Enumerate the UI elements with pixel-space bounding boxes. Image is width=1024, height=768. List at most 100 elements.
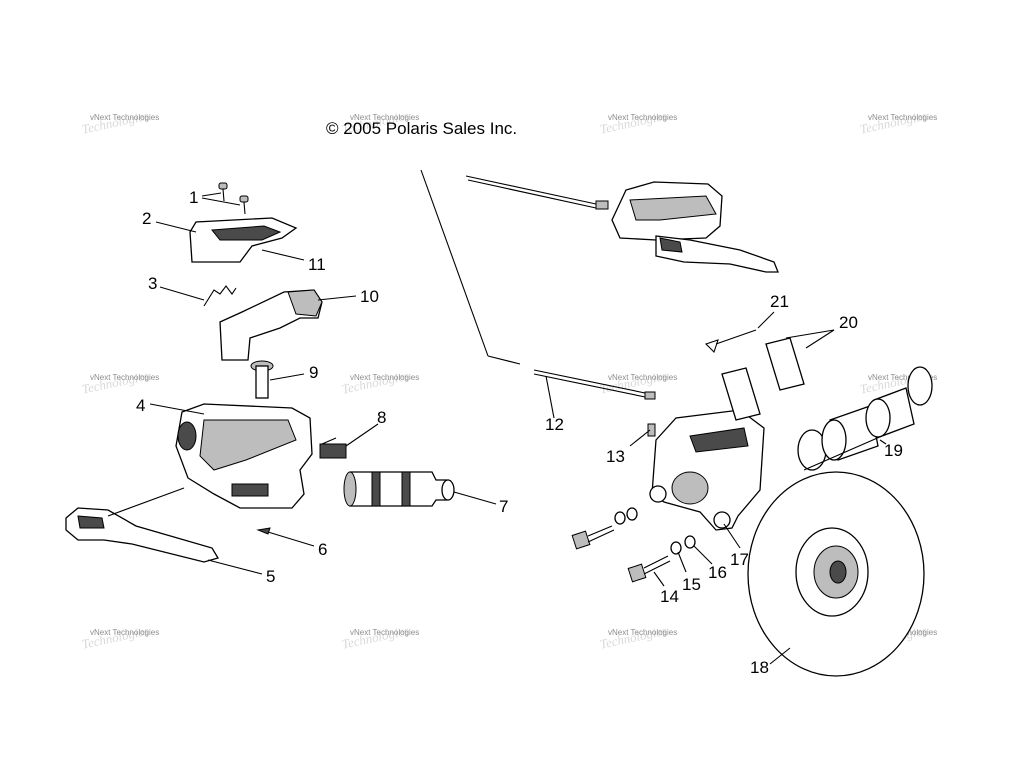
screw-head xyxy=(239,195,249,203)
callout-leader-20a xyxy=(785,329,835,339)
callout-2: 2 xyxy=(142,209,151,228)
part-14-bolts xyxy=(571,525,671,583)
piston-face xyxy=(821,419,847,461)
caliper-piston-bore xyxy=(671,471,709,505)
callout-leader-13 xyxy=(629,429,651,447)
bolt-head xyxy=(571,530,591,550)
callout-leader-9 xyxy=(269,373,305,381)
callout-13: 13 xyxy=(606,447,625,466)
clip-body xyxy=(256,527,271,535)
watermark-text: vNext Technologies xyxy=(90,113,159,122)
piston-body xyxy=(349,471,449,507)
watermark: Technologies vNext Technologies xyxy=(340,368,419,397)
piston-seal-a xyxy=(371,471,381,507)
cover-emblem xyxy=(211,225,282,241)
part-1-screws xyxy=(218,182,249,215)
callout-12: 12 xyxy=(545,415,564,434)
bolt-shank xyxy=(587,525,613,537)
part-8-brake-switch xyxy=(319,437,347,459)
callout-3: 3 xyxy=(148,274,157,293)
bleeder-valve xyxy=(647,423,656,437)
lever-body xyxy=(65,507,219,563)
housing-bore xyxy=(177,421,197,451)
part-21-pad-pin xyxy=(704,329,757,354)
watermark: Technologies vNext Technologies xyxy=(340,623,419,652)
callout-leader-4 xyxy=(149,403,205,415)
brake-line-upper-2 xyxy=(467,179,597,209)
switch-body xyxy=(319,443,347,459)
brake-line-route xyxy=(420,169,489,357)
callout-leader-11 xyxy=(261,249,305,261)
callout-6: 6 xyxy=(318,540,327,559)
callout-leader-7 xyxy=(453,491,497,505)
part-18-brake-disc xyxy=(747,471,925,677)
part-9-pivot-pin xyxy=(250,360,274,399)
part-10-lever-arm xyxy=(219,289,323,361)
housing-face xyxy=(199,419,297,471)
assembled-master-cylinder xyxy=(611,181,779,273)
pin-shank xyxy=(255,365,269,399)
washer xyxy=(626,507,638,521)
watermark-text: vNext Technologies xyxy=(90,373,159,382)
callout-leader-1a xyxy=(201,192,222,197)
part-20-brake-pads xyxy=(721,337,805,421)
lever-emblem xyxy=(77,515,105,529)
watermark-text: vNext Technologies xyxy=(350,373,419,382)
caliper-mount-a xyxy=(649,485,667,503)
assembled-cover xyxy=(629,195,717,221)
screw-shank xyxy=(222,188,225,202)
watermark-text: vNext Technologies xyxy=(868,373,937,382)
callout-leader-10 xyxy=(317,295,357,301)
callout-5: 5 xyxy=(266,567,275,586)
part-17-caliper xyxy=(649,409,765,531)
callout-1: 1 xyxy=(189,188,198,207)
watermark: Technologies vNext Technologies xyxy=(858,108,937,137)
part-12-brake-line xyxy=(420,169,656,400)
washer xyxy=(614,511,626,525)
callout-leader-5 xyxy=(207,559,263,575)
callout-leader-18 xyxy=(769,647,791,665)
line-fitting-upper xyxy=(595,200,609,210)
callout-leader-12 xyxy=(545,375,555,419)
callout-15: 15 xyxy=(682,575,701,594)
part-3-spring xyxy=(203,285,237,307)
brake-line-lower-a xyxy=(487,355,521,365)
part-19-caliper-pistons xyxy=(797,366,933,471)
part-13-bleeder xyxy=(647,423,656,437)
brake-line-lower-2 xyxy=(533,373,651,399)
bolt-head xyxy=(627,563,647,583)
callout-leader-8 xyxy=(345,423,379,447)
part-5-hand-lever xyxy=(65,487,219,563)
copyright-text: © 2005 Polaris Sales Inc. xyxy=(326,119,517,138)
part-7-piston xyxy=(343,471,455,507)
watermark-text: vNext Technologies xyxy=(90,628,159,637)
watermark-text: vNext Technologies xyxy=(350,113,419,122)
watermark: Technologies vNext Technologies xyxy=(598,108,677,137)
callout-leader-1b xyxy=(201,197,241,206)
assembled-lever-emblem xyxy=(659,237,683,253)
lever-reference-line xyxy=(107,487,185,517)
callout-16: 16 xyxy=(708,563,727,582)
watermark: Technologies vNext Technologies xyxy=(80,368,159,397)
callout-18: 18 xyxy=(750,658,769,677)
caliper-top xyxy=(689,427,749,453)
seal-ring xyxy=(907,366,933,406)
piston-end xyxy=(343,471,357,507)
watermark-text: vNext Technologies xyxy=(868,113,937,122)
part-6-clip xyxy=(256,527,271,535)
part-4-master-cylinder xyxy=(175,403,313,509)
watermark-text: vNext Technologies xyxy=(608,628,677,637)
watermark: Technologies vNext Technologies xyxy=(598,368,677,397)
callout-9: 9 xyxy=(309,363,318,382)
piston-face xyxy=(865,398,891,438)
piston-tip xyxy=(441,479,455,501)
callout-leader-3 xyxy=(159,286,205,301)
watermark-text: vNext Technologies xyxy=(608,113,677,122)
spring-coil xyxy=(203,285,237,307)
brake-line-lower xyxy=(533,369,651,395)
part-16-washers xyxy=(626,507,696,549)
bolt-shank xyxy=(643,555,669,569)
callout-21: 21 xyxy=(770,292,789,311)
brake-pad xyxy=(721,367,761,421)
